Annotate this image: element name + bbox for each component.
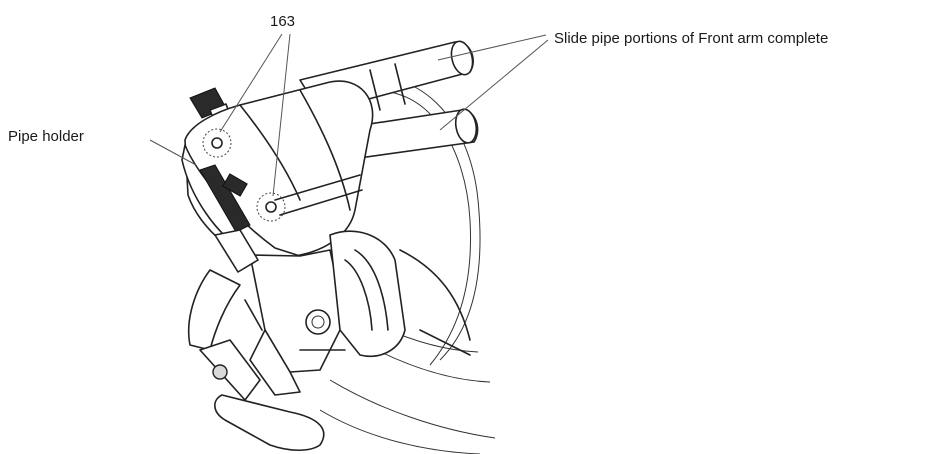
- saw-body: [249, 230, 406, 396]
- pipe-holder-label: Pipe holder: [8, 128, 84, 145]
- lock-lever: [187, 229, 325, 452]
- leader-lines: [149, 33, 549, 197]
- bolt-markers: [202, 128, 286, 222]
- slide-pipe-label: Slide pipe portions of Front arm complet…: [554, 30, 829, 47]
- part-number-label: 163: [270, 13, 296, 30]
